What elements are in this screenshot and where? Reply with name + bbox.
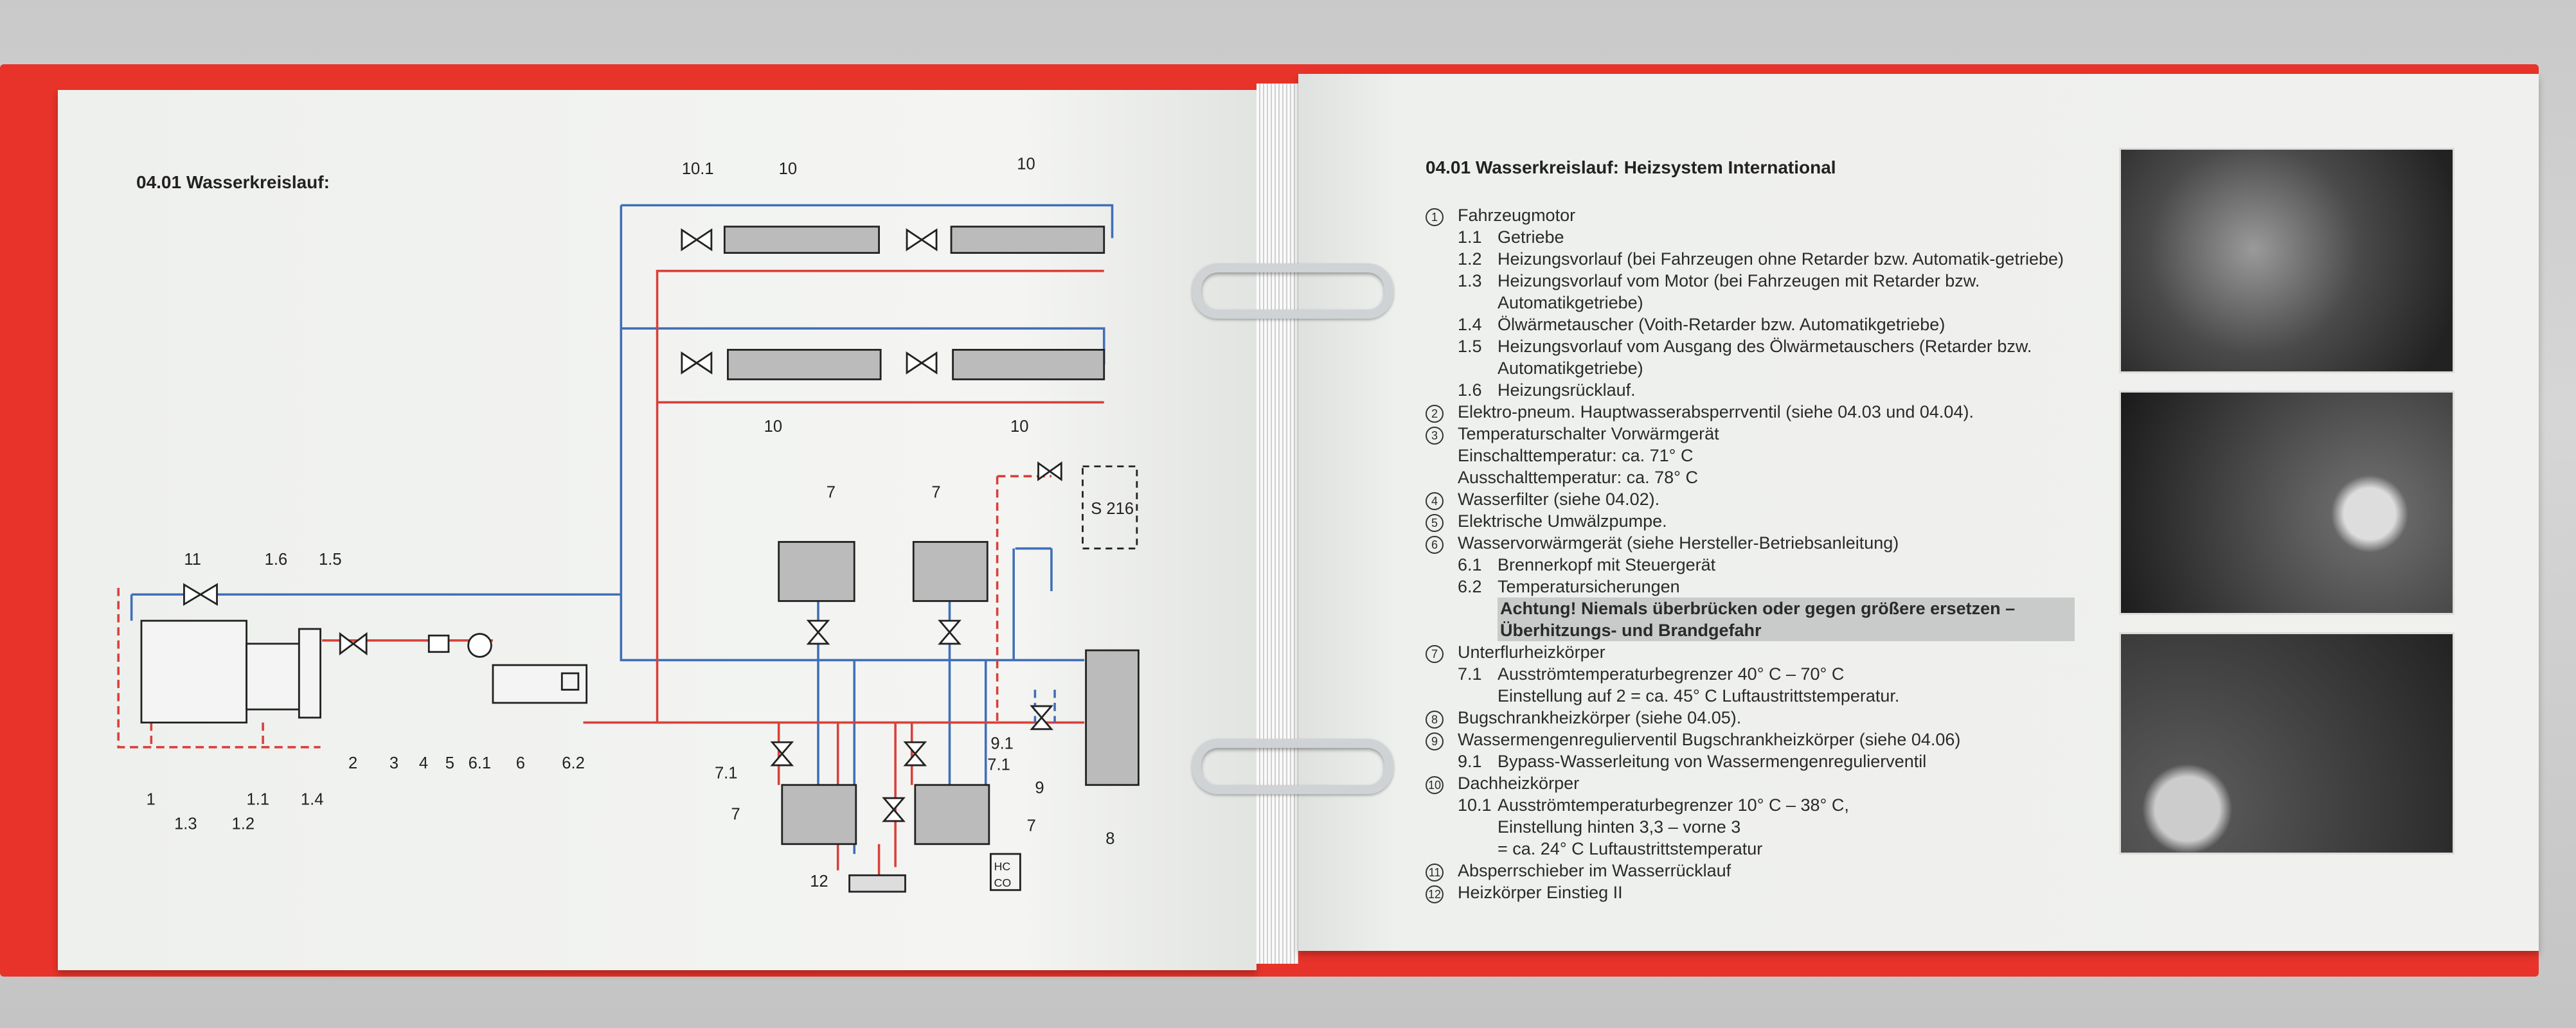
- item-label: Dachheizkörper: [1458, 774, 1580, 793]
- legend-subitem: 1.1 Getriebe: [1426, 226, 2075, 248]
- subitem-number: 6.1: [1458, 555, 1482, 574]
- item-label: Elektro-pneum. Hauptwasserabsperrventil …: [1458, 402, 1974, 421]
- item-number: 3: [1426, 427, 1444, 445]
- underfloor-heater-photo: [2119, 391, 2455, 615]
- legend-item: 10 Dachheizkörper: [1426, 772, 2075, 794]
- subitem-detail: Einstellung auf 2 = ca. 45° C Luftaustri…: [1498, 686, 1900, 705]
- item-label: Heizkörper Einstieg II: [1458, 883, 1623, 902]
- legend-subitem: 6.1 Brennerkopf mit Steuergerät: [1426, 554, 2075, 576]
- subitem-label: Ausströmtemperaturbegrenzer 40° C – 70° …: [1498, 664, 1845, 684]
- legend-item: 5 Elektrische Umwälzpumpe.: [1426, 510, 2075, 532]
- subitem-label: Heizungsvorlauf vom Ausgang des Ölwärmet…: [1498, 337, 2032, 378]
- subitem-label: Getriebe: [1498, 227, 1564, 247]
- legend-subitem: 7.1 Ausströmtemperaturbegrenzer 40° C – 7…: [1426, 663, 2075, 685]
- subitem-number: 1.4: [1458, 315, 1482, 334]
- subitem-number: 1.1: [1458, 227, 1482, 247]
- legend-item: 4 Wasserfilter (siehe 04.02).: [1426, 488, 2075, 510]
- subitem-label: Ausströmtemperaturbegrenzer 10° C – 38° …: [1498, 795, 1849, 815]
- subitem-detail: = ca. 24° C Luftaustrittstemperatur: [1498, 839, 1763, 858]
- item-label: Temperaturschalter Vorwärmgerät: [1458, 424, 1719, 443]
- subitem-label: Heizungsvorlauf (bei Fahrzeugen ohne Ret…: [1498, 249, 2064, 269]
- subitem-detail: Einstellung hinten 3,3 – vorne 3: [1498, 817, 1741, 837]
- subitem-number: 7.1: [1458, 664, 1482, 684]
- item-number: 4: [1426, 492, 1444, 510]
- item-detail: Einschalttemperatur: ca. 71° C: [1458, 446, 1694, 465]
- subitem-label: Ölwärmetauscher (Voith-Retarder bzw. Aut…: [1498, 315, 1945, 334]
- item-label: Bugschrankheizkörper (siehe 04.05).: [1458, 708, 1742, 727]
- item-number: 6: [1426, 536, 1444, 554]
- item-number: 2: [1426, 405, 1444, 423]
- subitem-number: 10.1: [1458, 795, 1492, 815]
- legend-subitem: 1.3 Heizungsvorlauf vom Motor (bei Fahrze…: [1426, 270, 2075, 314]
- subitem-label: Bypass-Wasserleitung von Wassermengenreg…: [1498, 752, 1927, 771]
- subitem-label: Brennerkopf mit Steuergerät: [1498, 555, 1716, 574]
- item-label: Fahrzeugmotor: [1458, 206, 1576, 225]
- item-number: 5: [1426, 514, 1444, 532]
- legend-item: 12 Heizkörper Einstieg II: [1426, 882, 2075, 903]
- subitem-number: 1.2: [1458, 249, 1482, 269]
- warning-note: Achtung! Niemals überbrücken oder gegen …: [1498, 598, 2075, 641]
- legend-subitem: 1.4 Ölwärmetauscher (Voith-Retarder bzw. …: [1426, 314, 2075, 335]
- legend-item: 9 Wassermengenregulierventil Bugschrankhe…: [1426, 729, 2075, 750]
- legend-item: 6 Wasservorwärmgerät (siehe Hersteller-Be…: [1426, 532, 2075, 554]
- subitem-number: 6.2: [1458, 577, 1482, 596]
- subitem-number: 1.6: [1458, 380, 1482, 400]
- legend-subitem: 1.2 Heizungsvorlauf (bei Fahrzeugen ohne …: [1426, 248, 2075, 270]
- item-number: 12: [1426, 885, 1444, 903]
- item-label: Elektrische Umwälzpumpe.: [1458, 511, 1667, 531]
- legend-item: 2 Elektro-pneum. Hauptwasserabsperrventil…: [1426, 401, 2075, 423]
- item-number: 11: [1426, 864, 1444, 882]
- subitem-number: 9.1: [1458, 752, 1482, 771]
- legend-subitem: 10.1 Ausströmtemperaturbegrenzer 10° C – …: [1426, 794, 2075, 816]
- left-page: [58, 90, 1257, 970]
- item-number: 9: [1426, 732, 1444, 750]
- legend-subitem: 9.1 Bypass-Wasserleitung von Wassermengen…: [1426, 750, 2075, 772]
- legend-subitem: 6.2 Temperatursicherungen: [1426, 576, 2075, 598]
- subitem-number: 1.5: [1458, 337, 1482, 356]
- roof-heater-photo: [2119, 632, 2455, 855]
- right-page-title: 04.01 Wasserkreislauf: Heizsystem Intern…: [1426, 157, 1836, 177]
- binder-ring: [1192, 739, 1393, 794]
- item-label: Wasservorwärmgerät (siehe Hersteller-Bet…: [1458, 533, 1899, 553]
- item-detail: Ausschalttemperatur: ca. 78° C: [1458, 468, 1698, 487]
- subitem-label: Heizungsrücklauf.: [1498, 380, 1636, 400]
- page-edges: [1257, 84, 1298, 964]
- item-label: Wasserfilter (siehe 04.02).: [1458, 490, 1660, 509]
- item-label: Wassermengenregulierventil Bugschrankhei…: [1458, 730, 1961, 749]
- engine-photo: [2119, 148, 2455, 373]
- item-label: Unterflurheizkörper: [1458, 642, 1606, 662]
- subitem-number: 1.3: [1458, 271, 1482, 290]
- binder-ring: [1192, 263, 1393, 319]
- legend-subitem: 1.6 Heizungsrücklauf.: [1426, 379, 2075, 401]
- legend-item: 3 Temperaturschalter Vorwärmgerät: [1426, 423, 2075, 445]
- legend-item: 7 Unterflurheizkörper: [1426, 641, 2075, 663]
- item-number: 10: [1426, 776, 1444, 794]
- legend-subitem: 1.5 Heizungsvorlauf vom Ausgang des Ölwär…: [1426, 335, 2075, 379]
- item-number: 7: [1426, 645, 1444, 663]
- subitem-label: Temperatursicherungen: [1498, 577, 1680, 596]
- item-number: 8: [1426, 711, 1444, 729]
- subitem-label: Heizungsvorlauf vom Motor (bei Fahrzeuge…: [1498, 271, 1980, 312]
- legend-item: 11 Absperrschieber im Wasserrücklauf: [1426, 860, 2075, 882]
- left-page-title: 04.01 Wasserkreislauf:: [136, 172, 330, 192]
- legend-item: 1 Fahrzeugmotor: [1426, 204, 2075, 226]
- item-number: 1: [1426, 208, 1444, 226]
- item-label: Absperrschieber im Wasserrücklauf: [1458, 861, 1731, 880]
- legend-item: 8 Bugschrankheizkörper (siehe 04.05).: [1426, 707, 2075, 729]
